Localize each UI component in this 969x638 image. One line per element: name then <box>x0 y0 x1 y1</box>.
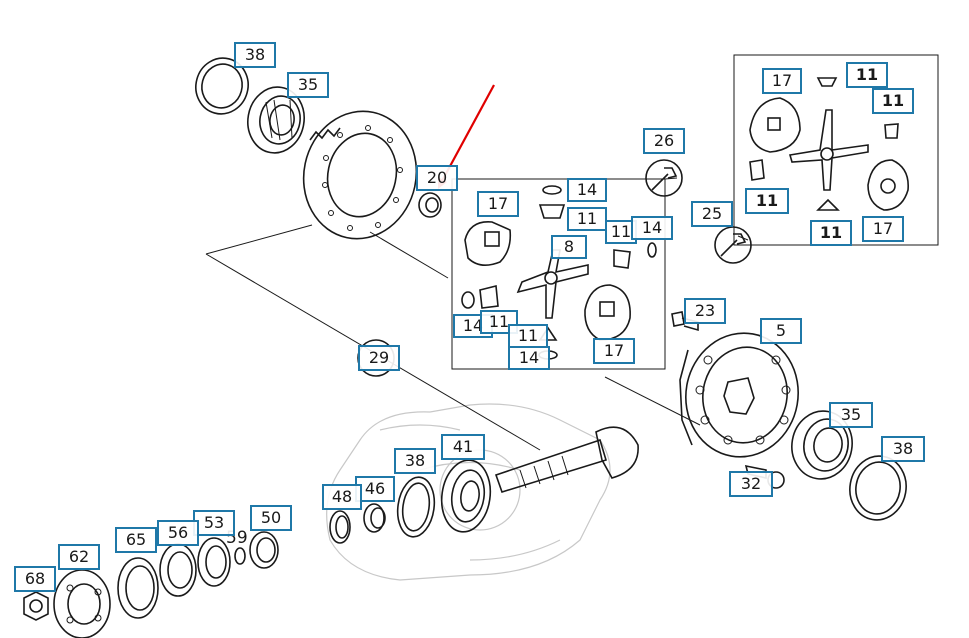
right-box-parts <box>749 77 909 211</box>
callout-14[interactable]: 14 <box>508 346 550 370</box>
callout-17[interactable]: 17 <box>477 191 519 217</box>
callout-26[interactable]: 26 <box>643 128 685 154</box>
callout-14[interactable]: 14 <box>567 178 607 202</box>
callout-38[interactable]: 38 <box>394 448 436 474</box>
nut-68 <box>23 591 49 621</box>
callout-5[interactable]: 5 <box>760 318 802 344</box>
callout-11[interactable]: 11 <box>480 310 518 334</box>
ring-48 <box>329 510 351 544</box>
callout-62[interactable]: 62 <box>58 544 100 570</box>
ring-gear <box>302 110 418 240</box>
callout-35[interactable]: 35 <box>829 402 873 428</box>
seal-ring-38-lower <box>396 476 436 538</box>
callout-17[interactable]: 17 <box>762 68 802 94</box>
callout-32[interactable]: 32 <box>729 471 773 497</box>
ring-65 <box>117 557 159 619</box>
callout-56[interactable]: 56 <box>157 520 199 546</box>
callout-25[interactable]: 25 <box>691 201 733 227</box>
callout-68[interactable]: 68 <box>14 566 56 592</box>
flange-62 <box>53 569 111 638</box>
differential-case-5 <box>679 332 799 458</box>
callout-11[interactable]: 11 <box>810 220 852 246</box>
callout-50[interactable]: 50 <box>250 505 292 531</box>
wrench-icon <box>645 159 683 197</box>
washer-59 <box>234 547 246 565</box>
callout-53[interactable]: 53 <box>193 510 235 536</box>
callout-29[interactable]: 29 <box>358 345 400 371</box>
callout-11[interactable]: 11 <box>872 88 914 114</box>
callout-65[interactable]: 65 <box>115 527 157 553</box>
callout-48[interactable]: 48 <box>322 484 362 510</box>
washer-20 <box>418 192 442 218</box>
callout-38[interactable]: 38 <box>234 42 276 68</box>
callout-14[interactable]: 14 <box>631 216 673 240</box>
seal-ring-38-right <box>849 455 907 521</box>
seal-53 <box>197 537 231 587</box>
pinion-shaft <box>494 426 639 493</box>
seal-56 <box>159 543 197 597</box>
callout-11[interactable]: 11 <box>846 62 888 88</box>
callout-17[interactable]: 17 <box>593 338 635 364</box>
spacer-46 <box>363 503 386 533</box>
callout-11[interactable]: 11 <box>567 207 607 231</box>
callout-20[interactable]: 20 <box>416 165 458 191</box>
center-box-parts <box>461 185 657 360</box>
bearing-35-top <box>247 86 305 154</box>
callout-11[interactable]: 11 <box>745 188 789 214</box>
spider-gear-box-center <box>451 178 666 370</box>
callout-41[interactable]: 41 <box>441 434 485 460</box>
bearing-50 <box>249 531 279 569</box>
wrench-icon <box>714 226 752 264</box>
callout-35[interactable]: 35 <box>287 72 329 98</box>
bearing-41 <box>440 459 492 533</box>
bearing-35-right <box>791 410 853 480</box>
callout-8[interactable]: 8 <box>551 235 587 259</box>
callout-11[interactable]: 11 <box>508 324 548 348</box>
seal-ring-38-top <box>195 57 249 115</box>
callout-38[interactable]: 38 <box>881 436 925 462</box>
callout-23[interactable]: 23 <box>684 298 726 324</box>
callout-17[interactable]: 17 <box>862 216 904 242</box>
